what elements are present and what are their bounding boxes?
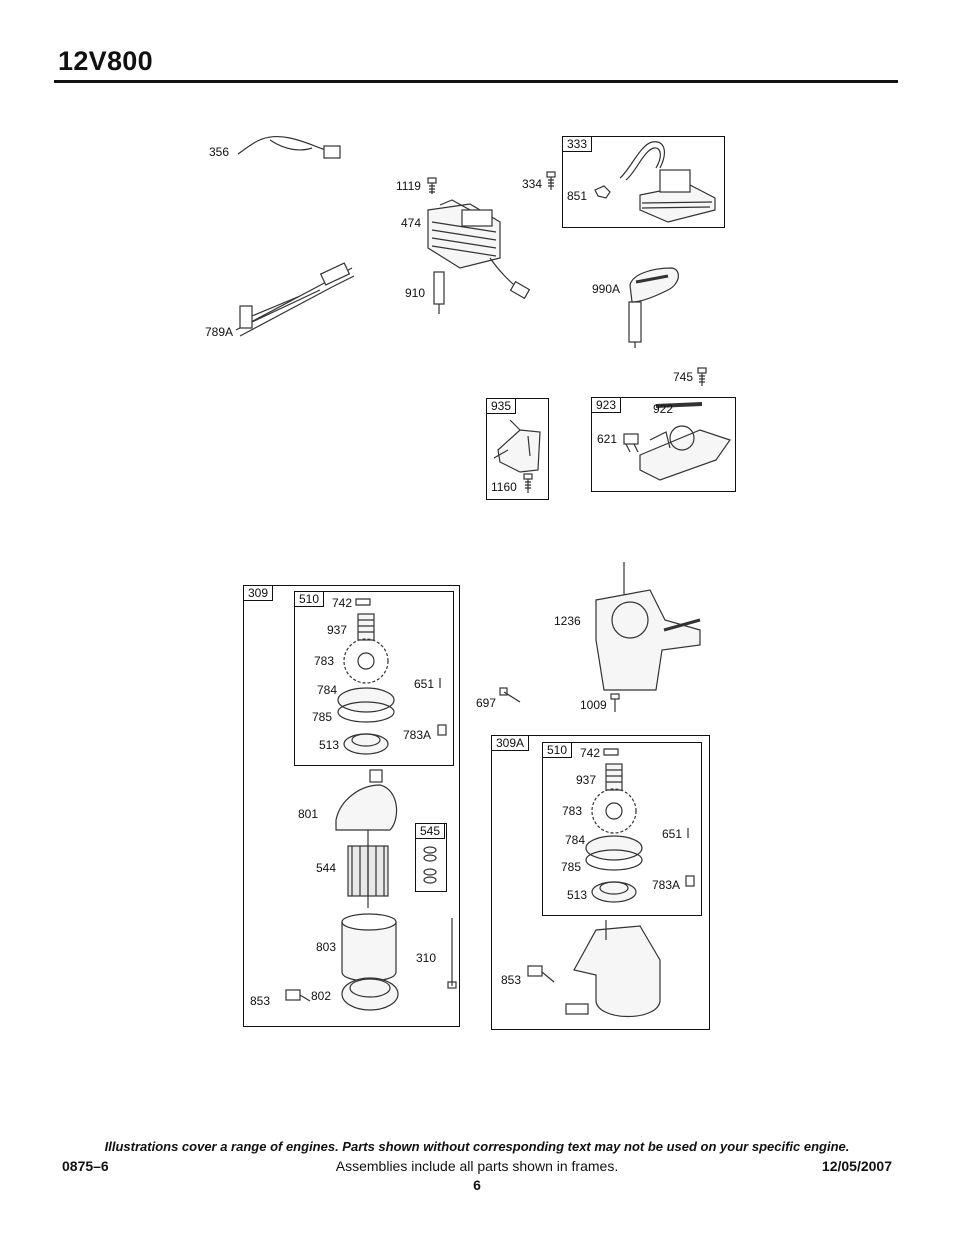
label-910: 910 [405, 286, 426, 300]
screw-334-drawing [546, 171, 556, 190]
frame-label: 510 [295, 592, 325, 607]
footer-disclaimer: Illustrations cover a range of engines. … [104, 1139, 850, 1154]
label-784-right: 784 [565, 833, 586, 847]
label-802: 802 [311, 989, 332, 1003]
label-742-right: 742 [580, 746, 601, 760]
label-310: 310 [416, 951, 437, 965]
screw-745-drawing [697, 367, 707, 386]
label-853-right: 853 [501, 973, 522, 987]
label-1160: 1160 [491, 480, 517, 494]
label-853-left: 853 [250, 994, 271, 1008]
governor-bracket-923-drawing [639, 402, 731, 481]
coil-333-drawing [619, 141, 716, 223]
label-785-right: 785 [561, 860, 582, 874]
frame-545: 545 [415, 823, 447, 892]
header-rule [54, 80, 898, 83]
clip-621-drawing [623, 433, 639, 453]
label-937-right: 937 [576, 773, 597, 787]
starter-309-drawing [285, 598, 457, 1011]
label-544: 544 [316, 861, 337, 875]
armature-474-drawing [427, 199, 531, 300]
harness-789A-drawing [235, 262, 355, 337]
label-789A: 789A [205, 325, 234, 339]
frame-309A: 309A [491, 735, 710, 1030]
frame-label: 309A [492, 736, 530, 751]
footer-date: 12/05/2007 [821, 1158, 892, 1174]
frame-label: 545 [416, 824, 446, 839]
starter-motor-1236-drawing [595, 562, 701, 691]
frame-309: 309 [243, 585, 460, 1027]
screw-1119-drawing [427, 177, 437, 194]
label-356: 356 [209, 145, 230, 159]
wire-lead-356-drawing [237, 136, 341, 159]
label-785-left: 785 [312, 710, 333, 724]
frame-label: 309 [244, 586, 274, 601]
label-334: 334 [522, 177, 543, 191]
label-742-left: 742 [332, 596, 353, 610]
label-697: 697 [476, 696, 497, 710]
label-621: 621 [597, 432, 618, 446]
label-801: 801 [298, 807, 319, 821]
label-783A-right: 783A [652, 878, 681, 892]
label-651-right: 651 [662, 827, 683, 841]
frame-333: 333 [562, 136, 725, 228]
page-number: 6 [473, 1177, 481, 1193]
label-851: 851 [567, 189, 588, 203]
bolt-697-drawing [499, 687, 521, 703]
frame-510-right: 510 [542, 742, 702, 916]
label-803: 803 [316, 940, 337, 954]
label-1236: 1236 [554, 614, 581, 628]
frame-label: 935 [487, 399, 517, 414]
label-990A: 990A [592, 282, 621, 296]
label-783-right: 783 [562, 804, 583, 818]
frame-label: 923 [592, 398, 622, 413]
label-474: 474 [401, 216, 422, 230]
label-651-left: 651 [414, 677, 435, 691]
frame-label: 333 [563, 137, 593, 152]
screw-1160-drawing [523, 473, 533, 493]
page-title: 12V800 [58, 46, 153, 76]
label-745: 745 [673, 370, 694, 384]
frame-923: 923 [591, 397, 736, 492]
spacer-910-drawing [433, 271, 445, 314]
label-513-left: 513 [319, 738, 340, 752]
screw-1009-drawing [610, 693, 620, 712]
label-784-left: 784 [317, 683, 338, 697]
switch-990A-drawing [628, 267, 679, 348]
frame-935: 935 [486, 398, 549, 500]
label-783-left: 783 [314, 654, 335, 668]
label-513-right: 513 [567, 888, 588, 902]
footer-doc-number: 0875–6 [62, 1158, 109, 1174]
label-1009: 1009 [580, 698, 607, 712]
frame-label: 510 [543, 743, 573, 758]
frame-510-left: 510 [294, 591, 454, 766]
starter-309A-drawing [527, 748, 695, 1017]
footer-note: Assemblies include all parts shown in fr… [335, 1158, 619, 1174]
clip-851-drawing [594, 185, 611, 199]
label-783A-left: 783A [403, 728, 432, 742]
label-922: 922 [653, 402, 674, 416]
label-937-left: 937 [327, 623, 348, 637]
label-1119: 1119 [396, 179, 421, 193]
bracket-935-drawing [493, 419, 541, 473]
